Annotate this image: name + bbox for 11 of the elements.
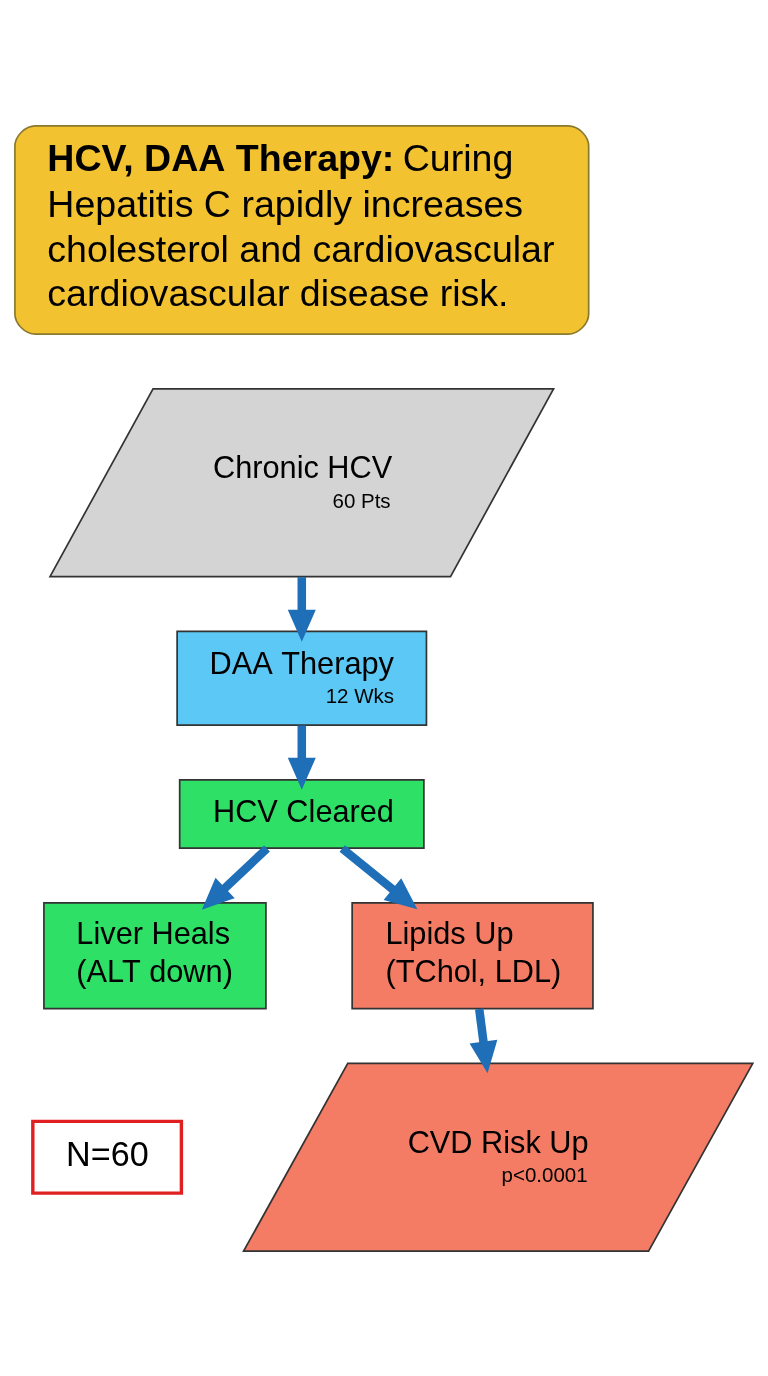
- node-box: Liver Heals (ALT down): [43, 901, 267, 1010]
- arrow: [339, 844, 418, 909]
- arrow: [201, 844, 270, 910]
- node-box: HCV, DAA Therapy: Curing Hepatitis C rapidly increases cholesterol and cardiovascular cardiovascular disease risk.: [14, 124, 590, 335]
- arrow: [287, 576, 316, 642]
- node-box: N=60: [31, 1119, 184, 1195]
- node-box: DAA Therapy 12 Wks: [176, 629, 428, 726]
- arrow: [287, 725, 316, 790]
- arrow: [469, 1007, 498, 1073]
- node-box: Lipids Up (TChol, LDL): [351, 901, 594, 1010]
- node-box: HCV Cleared: [178, 778, 425, 849]
